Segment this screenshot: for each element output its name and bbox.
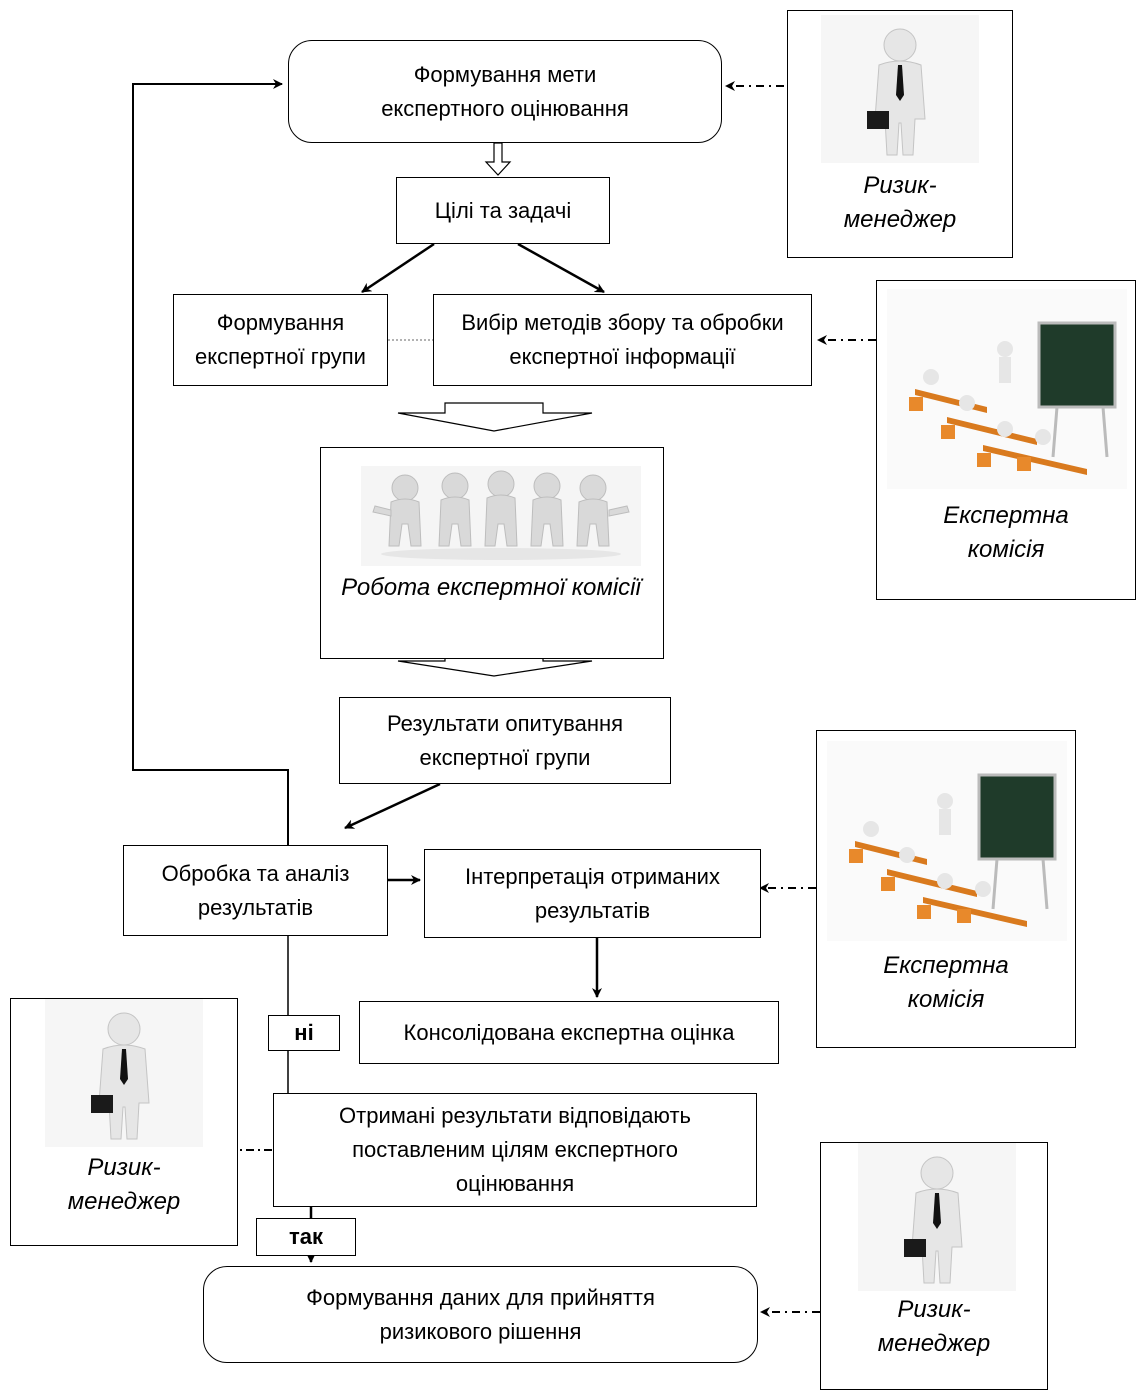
hollow-arrow-to-commission bbox=[397, 402, 593, 432]
node-interpretation: Інтерпретація отриманих результатів bbox=[424, 849, 761, 938]
node-group: Формування експертної групи bbox=[173, 294, 388, 386]
node-consolidated: Консолідована експертна оцінка bbox=[359, 1001, 779, 1064]
node-methods: Вибір методів збору та обробки експертно… bbox=[433, 294, 812, 386]
arrow-tasks-group bbox=[361, 242, 435, 294]
node-consolidated-text: Консолідована експертна оцінка bbox=[403, 1019, 735, 1045]
risk-manager-icon bbox=[858, 1143, 1016, 1291]
actor-expert-commission-top: Експертна комісія bbox=[876, 280, 1136, 600]
feedback-loop-line bbox=[132, 79, 289, 845]
node-goal-text: Формування мети експертного оцінювання bbox=[381, 61, 629, 121]
branch-label-yes: так bbox=[256, 1218, 356, 1256]
node-group-text: Формування експертної групи bbox=[195, 310, 366, 369]
actor-risk-manager-top-label: Ризик-менеджер bbox=[843, 172, 957, 233]
actor-risk-manager-bottom: Ризик-менеджер bbox=[820, 1142, 1048, 1390]
actor-expert-commission-top-label: Експертна комісія bbox=[943, 502, 1069, 563]
arrow-survey-processing bbox=[344, 782, 441, 830]
node-commission-work-text: Робота експертної комісії bbox=[341, 574, 641, 601]
node-interpretation-text: Інтерпретація отриманих результатів bbox=[465, 863, 720, 923]
node-survey-results: Результати опитування експертної групи bbox=[339, 697, 671, 784]
node-survey-results-text: Результати опитування експертної групи bbox=[386, 710, 624, 770]
actor-expert-commission-mid-label: Експертна комісія bbox=[883, 952, 1009, 1013]
hollow-arrow-to-survey bbox=[397, 657, 593, 677]
risk-manager-icon bbox=[45, 999, 203, 1147]
classroom-icon bbox=[827, 741, 1067, 941]
node-tasks: Цілі та задачі bbox=[396, 177, 610, 244]
team-figures-image bbox=[361, 466, 641, 566]
node-processing: Обробка та аналіз результатів bbox=[123, 845, 388, 936]
arrow-tasks-methods bbox=[517, 242, 605, 294]
branch-label-no: ні bbox=[268, 1015, 340, 1051]
classroom-icon bbox=[887, 289, 1127, 489]
actor-risk-manager-top: Ризик-менеджер bbox=[787, 10, 1013, 258]
node-commission-work: Робота експертної комісії bbox=[320, 447, 664, 659]
hollow-arrow-goal-tasks bbox=[484, 142, 512, 176]
node-goal: Формування мети експертного оцінювання bbox=[288, 40, 722, 143]
actor-risk-manager-left: Ризик-менеджер bbox=[10, 998, 238, 1246]
node-tasks-text: Цілі та задачі bbox=[434, 197, 572, 223]
node-decision-data: Формування даних для прийняття ризиковог… bbox=[203, 1266, 758, 1363]
risk-manager-icon bbox=[821, 15, 979, 163]
actor-expert-commission-mid: Експертна комісія bbox=[816, 730, 1076, 1048]
actor-risk-manager-bottom-label: Ризик-менеджер bbox=[877, 1296, 991, 1357]
node-check: Отримані результати відповідають поставл… bbox=[273, 1093, 757, 1207]
node-methods-text: Вибір методів збору та обробки експертно… bbox=[461, 310, 784, 369]
actor-risk-manager-left-label: Ризик-менеджер bbox=[67, 1154, 181, 1215]
node-processing-text: Обробка та аналіз результатів bbox=[161, 860, 350, 920]
node-decision-data-text: Формування даних для прийняття ризиковог… bbox=[306, 1284, 655, 1344]
node-check-text: Отримані результати відповідають поставл… bbox=[339, 1103, 691, 1196]
